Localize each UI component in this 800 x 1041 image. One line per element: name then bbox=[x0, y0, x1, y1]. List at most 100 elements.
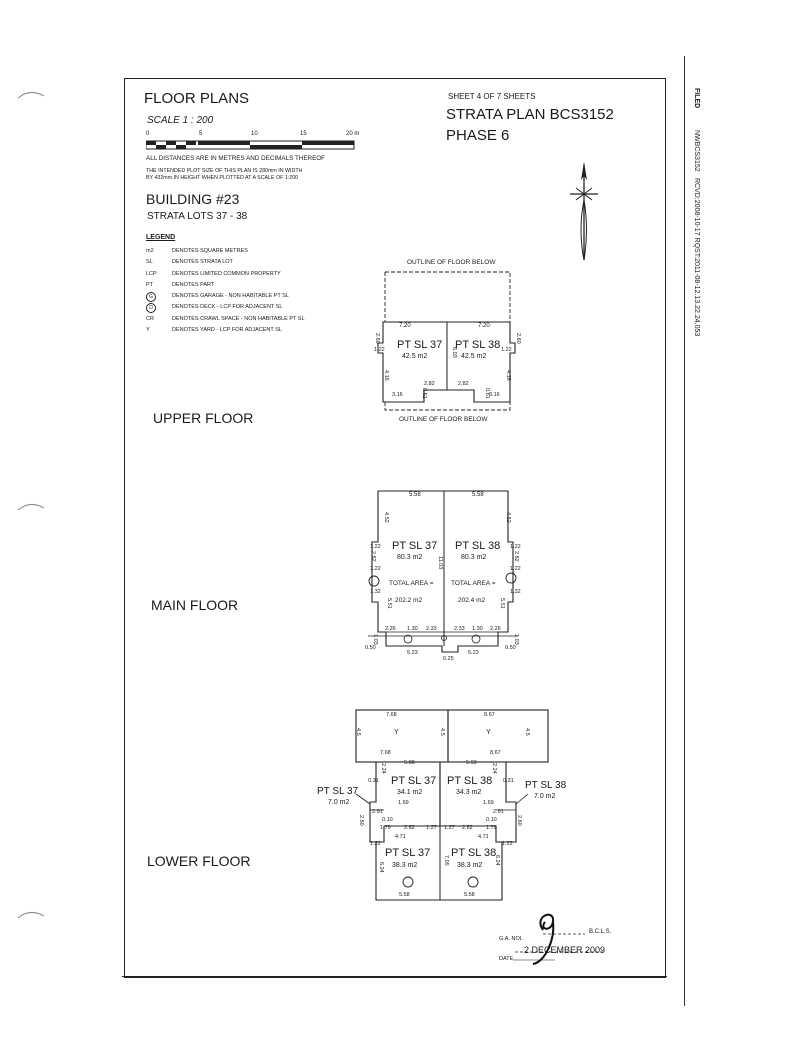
building-title: BUILDING #23 bbox=[146, 191, 240, 207]
upper-dim: 3.16 bbox=[489, 392, 500, 398]
legend-key: LCP bbox=[146, 270, 157, 277]
main-dim: 5.51 bbox=[386, 598, 392, 609]
scale-text: SCALE 1 : 200 bbox=[147, 115, 214, 126]
lower-dim: 0.10 bbox=[486, 817, 497, 823]
main-dim: 1.30 bbox=[407, 626, 418, 632]
lower-lot37-area: 34.1 m2 bbox=[397, 789, 423, 796]
lower-lot37-lower-area: 38.3 m2 bbox=[392, 862, 418, 869]
main-dim: 1.22 bbox=[510, 544, 521, 550]
lower-yard-dim: 4.5 bbox=[439, 728, 445, 736]
lower-lot38-ext-area: 7.0 m2 bbox=[534, 793, 556, 800]
legend-key: SL bbox=[146, 259, 153, 266]
legend-title: LEGEND bbox=[146, 234, 176, 241]
legend-key: Y bbox=[146, 327, 150, 334]
lower-dim: 2.60 bbox=[516, 815, 522, 826]
plan-number-note: NWBCS3152 bbox=[693, 130, 700, 172]
main-lot37-area: 80.3 m2 bbox=[397, 554, 423, 561]
lower-yard-dim: 8.67 bbox=[484, 712, 495, 718]
scale-tick-10: 10 bbox=[251, 131, 258, 137]
lower-lot38-lower-name: PT SL 38 bbox=[451, 847, 497, 859]
received-dates-note: RCVD:2008-10-17 RQST:2011-08-12.13.22.24… bbox=[693, 178, 700, 337]
main-dim: 1.30 bbox=[472, 626, 483, 632]
scale-tick-5: 5 bbox=[199, 131, 203, 137]
lower-dim: 0.10 bbox=[382, 817, 393, 823]
main-dim: 1.22 bbox=[510, 566, 521, 572]
lower-dim: 1.27 bbox=[444, 825, 455, 831]
upper-dim: 0.61 bbox=[421, 388, 427, 399]
lower-dim: 1.22 bbox=[370, 841, 381, 847]
legend-key: CR bbox=[146, 315, 154, 322]
upper-lot38-name: PT SL 38 bbox=[455, 339, 501, 351]
upper-dim: 7.20 bbox=[478, 323, 490, 329]
lower-yard-dim: 4.5 bbox=[355, 728, 361, 736]
upper-lot38-area: 42.5 m2 bbox=[461, 353, 487, 360]
main-dim: 2.26 bbox=[490, 626, 501, 632]
legend-text: DENOTES DECK - LCP FOR ADJACENT SL bbox=[172, 304, 283, 311]
lower-lot38-ext-name: PT SL 38 bbox=[525, 780, 567, 791]
main-dim: 1.03 bbox=[513, 634, 519, 645]
lower-floor-label: LOWER FLOOR bbox=[147, 853, 251, 869]
main-lot38-area: 80.3 m2 bbox=[461, 554, 487, 561]
lower-dim: 5.58 bbox=[464, 892, 475, 898]
legend-text: DENOTES CRAWL SPACE - NON HABITABLE PT S… bbox=[172, 315, 305, 322]
main-dim: 2.33 bbox=[426, 626, 437, 632]
upper-dim: 4.16 bbox=[505, 370, 511, 381]
lower-yard-dim: 8.67 bbox=[490, 750, 501, 756]
upper-dim: 7.20 bbox=[399, 323, 411, 329]
main-lot38-name: PT SL 38 bbox=[455, 540, 501, 552]
plan-border bbox=[124, 78, 666, 978]
lower-dim: 0.31 bbox=[368, 778, 379, 784]
handwritten-signature bbox=[532, 913, 555, 965]
lower-lot38-lower-area: 38.3 m2 bbox=[457, 862, 483, 869]
lower-dim: 2.24 bbox=[491, 763, 497, 774]
lower-yard-left: Y bbox=[394, 729, 399, 736]
upper-dim: 3.16 bbox=[392, 392, 403, 398]
upper-dim: 4.16 bbox=[383, 370, 389, 381]
main-total37-value: 202.2 m2 bbox=[395, 597, 423, 604]
main-dim: 2.26 bbox=[385, 626, 396, 632]
main-dim: 2.62 bbox=[513, 551, 519, 562]
lower-dim: 7.05 bbox=[443, 855, 449, 866]
bcls-label: B.C.L.S. bbox=[589, 929, 612, 935]
phase-label: PHASE 6 bbox=[446, 127, 510, 144]
lower-dim: 2.24 bbox=[380, 763, 386, 774]
main-total38-label: TOTAL AREA = bbox=[451, 580, 496, 587]
lower-lot37-ext-name: PT SL 37 bbox=[317, 786, 359, 797]
lower-dim: 6.24 bbox=[494, 855, 500, 866]
strata-plan-number: STRATA PLAN BCS3152 bbox=[446, 106, 614, 123]
upper-dim: 0.61 bbox=[484, 388, 490, 399]
main-dim: 1.22 bbox=[370, 544, 381, 550]
lower-lot38-area: 34.3 m2 bbox=[456, 789, 482, 796]
lower-dim: 2.91 bbox=[493, 809, 504, 815]
main-dim: 1.32 bbox=[510, 589, 521, 595]
lower-dim: 1.69 bbox=[398, 800, 409, 806]
main-dim: 11.03 bbox=[437, 556, 443, 570]
punch-hole-middle bbox=[17, 504, 45, 511]
lower-dim: 2.60 bbox=[358, 815, 364, 826]
upper-floor-plan bbox=[377, 271, 516, 411]
upper-lot37-area: 42.5 m2 bbox=[402, 353, 428, 360]
legend-key-circle: D bbox=[146, 303, 156, 314]
north-arrow-icon bbox=[570, 162, 598, 261]
upper-dim: 2.60 bbox=[515, 333, 521, 344]
lower-dim: 2.82 bbox=[462, 825, 473, 831]
legend-text: DENOTES LIMITED COMMON PROPERTY bbox=[172, 270, 281, 277]
lower-dim: 5.58 bbox=[399, 892, 410, 898]
lower-yard-right: Y bbox=[486, 729, 491, 736]
lower-yard-dim: 7.68 bbox=[386, 712, 397, 718]
main-dim: 5.23 bbox=[468, 650, 479, 656]
lower-lot37-lower-name: PT SL 37 bbox=[385, 847, 431, 859]
main-dim: 4.52 bbox=[383, 512, 389, 523]
legend-text: DENOTES SQUARE METRES bbox=[172, 248, 248, 254]
legend-text: DENOTES PART bbox=[172, 281, 215, 288]
main-dim: 2.62 bbox=[370, 551, 376, 562]
lower-dim: 5.93 bbox=[466, 760, 477, 766]
legend-text: DENOTES GARAGE - NON HABITABLE PT SL bbox=[172, 293, 289, 300]
main-dim: 5.23 bbox=[407, 650, 418, 656]
lower-dim: 1.79 bbox=[486, 825, 497, 831]
main-dim: 1.22 bbox=[370, 566, 381, 572]
lower-yard-dim: 4.5 bbox=[524, 728, 530, 736]
legend-text: DENOTES YARD - LCP FOR ADJACENT SL bbox=[172, 327, 282, 334]
sheet-number: SHEET 4 OF 7 SHEETS bbox=[448, 92, 536, 101]
signature-date: 2 DECEMBER 2009 bbox=[524, 945, 606, 955]
